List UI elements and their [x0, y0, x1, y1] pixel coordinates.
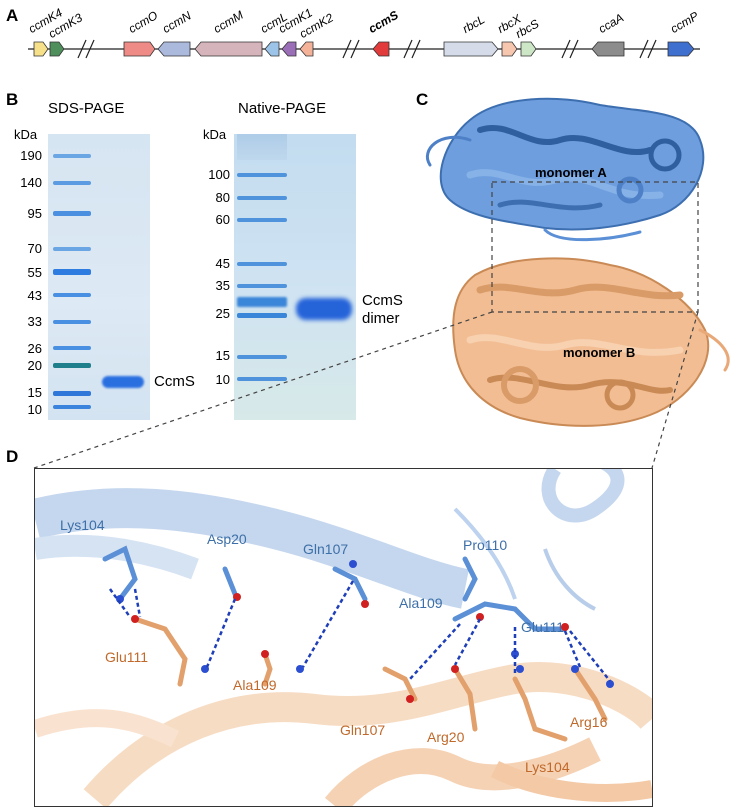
native-ladder-label: 25: [215, 306, 230, 321]
native-band-label: CcmS dimer: [362, 292, 403, 328]
ladder-band: [53, 320, 91, 324]
sds-kda-label: kDa: [14, 127, 38, 142]
native-band-label-line1: CcmS: [362, 292, 403, 309]
sds-band-label: CcmS: [154, 373, 195, 390]
ladder-band: [53, 154, 91, 158]
gene-arrow-ccmO: [123, 41, 156, 57]
sds-ladder-label: 26: [27, 341, 42, 356]
native-ladder-label: 35: [215, 278, 230, 293]
ladder-band: [53, 346, 91, 350]
gene-arrow-ccmN: [157, 41, 191, 57]
sds-ladder-label: 70: [27, 241, 42, 256]
native-page-gel: [234, 134, 356, 420]
monomer-a-ribbon: [426, 97, 705, 242]
interface-box: [491, 181, 699, 313]
ladder-band: [53, 211, 91, 216]
ladder-band: [53, 405, 91, 409]
native-ladder-label: 100: [208, 167, 230, 182]
gene-arrow-ccmS: [372, 41, 390, 57]
residue-label-a: Lys104: [60, 517, 105, 533]
ladder-band: [237, 297, 287, 307]
residue-label-b: Lys104: [525, 759, 570, 775]
zoom-line-left: [33, 311, 493, 469]
gene-cluster-diagram: [28, 39, 700, 59]
ladder-band: [237, 173, 287, 177]
interface-detail-illustration: [35, 469, 652, 806]
gene-arrow-rbcL: [443, 41, 499, 57]
gene-arrow-ccmK4: [33, 41, 49, 57]
residue-label-b: Arg20: [427, 729, 465, 745]
residue-label-b: Arg16: [570, 714, 608, 730]
gene-arrow-ccmL: [264, 41, 280, 57]
ladder-band: [237, 377, 287, 381]
ladder-band: [237, 355, 287, 359]
break-marks: [77, 39, 657, 59]
zoom-line-right: [651, 311, 699, 469]
sds-ladder-label: 15: [27, 385, 42, 400]
ladder-band: [53, 269, 91, 275]
residue-label-b: Glu111: [105, 649, 149, 665]
panel-letter-b: B: [6, 90, 19, 109]
sds-ladder-label: 20: [27, 358, 42, 373]
native-page-title: Native-PAGE: [238, 100, 327, 117]
residue-label-b: Ala109: [233, 677, 277, 693]
native-ladder-label: 80: [215, 190, 230, 205]
sds-page-title: SDS-PAGE: [48, 100, 125, 117]
gene-arrow-ccmK3: [49, 41, 65, 57]
native-ladder-label: 15: [215, 348, 230, 363]
gene-arrow-ccmK1: [281, 41, 297, 57]
gene-arrow-ccmK2: [299, 41, 314, 57]
ladder-band: [237, 262, 287, 266]
sds-ladder-label: 43: [27, 288, 42, 303]
native-ladder-label: 10: [215, 372, 230, 387]
ladder-band: [237, 218, 287, 222]
gene-arrow-rbcX: [501, 41, 518, 57]
monomer-b-ribbon: [452, 257, 730, 427]
ladder-band: [237, 196, 287, 200]
sds-ladder-label: 190: [20, 148, 42, 163]
residue-label-a: Glu111: [521, 619, 565, 635]
sample-band: [296, 298, 352, 320]
sds-ladder-label: 10: [27, 402, 42, 417]
sds-ladder-label: 55: [27, 265, 42, 280]
ladder-band: [53, 247, 91, 251]
native-band-label-line2: dimer: [362, 310, 400, 327]
interface-detail-box: Lys104 Asp20 Gln107 Pro110 Ala109 Glu111…: [34, 468, 653, 807]
residue-label-a: Gln107: [303, 541, 349, 557]
panel-letter-d: D: [6, 447, 19, 466]
residue-label-a: Ala109: [399, 595, 443, 611]
ladder-band: [53, 391, 91, 396]
gene-arrow-ccmP: [667, 41, 695, 57]
monomer-a-label: monomer A: [535, 165, 607, 180]
sds-page-gel: [48, 134, 150, 420]
native-ladder-label: 60: [215, 212, 230, 227]
ladder-band: [237, 284, 287, 288]
residue-label-a: Pro110: [463, 537, 508, 553]
ladder-band: [53, 363, 91, 368]
residue-label-a: Asp20: [207, 531, 247, 547]
ladder-band: [237, 313, 287, 318]
monomer-b-label: monomer B: [563, 345, 636, 360]
sample-band: [102, 376, 144, 388]
gene-arrow-ccmM: [194, 41, 263, 57]
native-kda-label: kDa: [203, 127, 227, 142]
gene-arrow-rbcS: [520, 41, 537, 57]
ladder-band: [53, 293, 91, 297]
panel-letter-a: A: [6, 6, 19, 25]
ladder-band: [237, 134, 287, 160]
native-ladder-label: 45: [215, 256, 230, 271]
gene-arrow-ccaA: [591, 41, 625, 57]
sds-ladder-label: 95: [27, 206, 42, 221]
residue-label-b: Gln107: [340, 722, 386, 738]
ladder-band: [53, 181, 91, 185]
sds-ladder-label: 140: [20, 175, 42, 190]
sds-ladder-label: 33: [27, 314, 42, 329]
panel-letter-c: C: [416, 90, 429, 109]
